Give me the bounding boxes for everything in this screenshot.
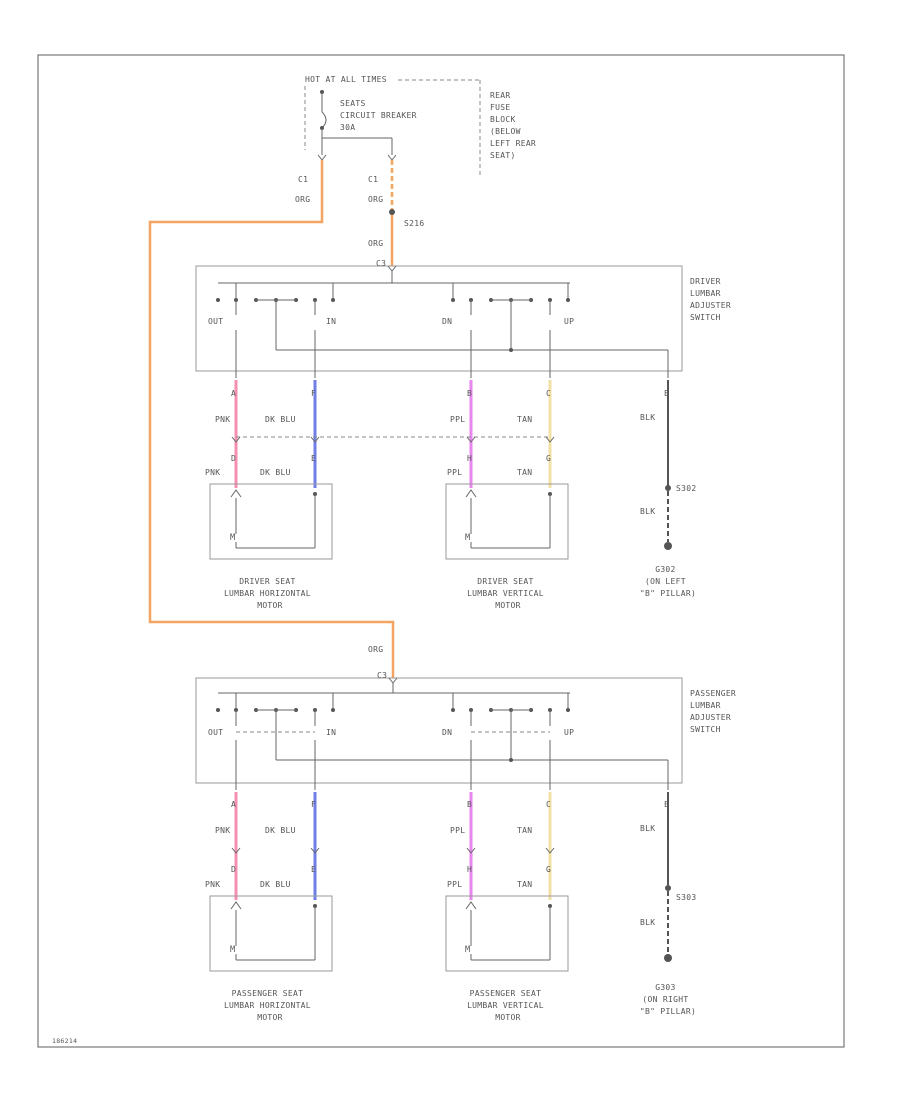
svg-text:H: H bbox=[467, 454, 472, 463]
ground-g302-name: G302 (ON LEFT "B" PILLAR) bbox=[640, 565, 696, 598]
svg-text:G: G bbox=[546, 865, 551, 874]
svg-text:PNK: PNK bbox=[205, 880, 220, 889]
svg-text:PNK: PNK bbox=[215, 826, 230, 835]
passenger-switch-name: PASSENGER LUMBAR ADJUSTER SWITCH bbox=[690, 689, 741, 734]
driver-ground: S302 BLK G302 (ON LEFT "B" PILLAR) bbox=[640, 484, 696, 598]
splice-s216-label: S216 bbox=[404, 219, 424, 228]
diagram-frame bbox=[37, 54, 845, 1048]
splice-s303-dot bbox=[665, 885, 671, 891]
driver-switch-box bbox=[195, 265, 683, 372]
svg-text:BLK: BLK bbox=[640, 918, 655, 927]
svg-text:D: D bbox=[231, 454, 236, 463]
driver-switch-name: DRIVER LUMBAR ADJUSTER SWITCH bbox=[690, 277, 736, 322]
svg-text:PPL: PPL bbox=[447, 880, 462, 889]
left-feed-pin: C1 bbox=[298, 175, 308, 184]
svg-text:TAN: TAN bbox=[517, 880, 532, 889]
right-feed-pin: C1 bbox=[368, 175, 378, 184]
splice-s302-dot bbox=[665, 485, 671, 491]
svg-text:PPL: PPL bbox=[447, 468, 462, 477]
svg-text:PNK: PNK bbox=[215, 415, 230, 424]
right-feed-wire-color: ORG bbox=[368, 195, 383, 204]
svg-text:H: H bbox=[467, 865, 472, 874]
passenger-contact-in: IN bbox=[326, 728, 336, 737]
svg-text:DK BLU: DK BLU bbox=[260, 468, 291, 477]
driver-horizontal-motor-name: DRIVER SEAT LUMBAR HORIZONTAL MOTOR bbox=[224, 577, 316, 610]
motor-symbol: M bbox=[465, 945, 471, 955]
svg-text:TAN: TAN bbox=[517, 468, 532, 477]
motor-symbol: M bbox=[230, 945, 236, 955]
svg-text:B: B bbox=[467, 800, 472, 809]
hot-at-all-times-label: HOT AT ALL TIMES bbox=[305, 75, 387, 84]
passenger-contact-dn: DN bbox=[442, 728, 452, 737]
passenger-contact-up: UP bbox=[564, 728, 574, 737]
passenger-ground: S303 BLK G303 (ON RIGHT "B" PILLAR) bbox=[640, 885, 696, 1016]
svg-text:B: B bbox=[467, 389, 472, 398]
ground-g303-name: G303 (ON RIGHT "B" PILLAR) bbox=[640, 983, 696, 1016]
driver-contact-dn: DN bbox=[442, 317, 452, 326]
svg-text:E: E bbox=[664, 800, 669, 809]
splice-s216-dot bbox=[389, 209, 395, 215]
passenger-lumbar-switch: C3 PASSENGER LUMBAR ADJUSTER SWITCH OUT bbox=[195, 671, 741, 790]
fuse-block: HOT AT ALL TIMES REAR FUSE BLOCK (BELOW … bbox=[304, 75, 541, 175]
driver-vertical-motor: M bbox=[445, 483, 569, 560]
svg-text:C: C bbox=[546, 389, 551, 398]
svg-text:BLK: BLK bbox=[640, 507, 655, 516]
driver-switch-pin-c3: C3 bbox=[376, 259, 386, 268]
svg-text:E: E bbox=[311, 865, 316, 874]
svg-text:G: G bbox=[546, 454, 551, 463]
svg-text:TAN: TAN bbox=[517, 415, 532, 424]
svg-text:S303: S303 bbox=[676, 893, 696, 902]
passenger-horizontal-motor-name: PASSENGER SEAT LUMBAR HORIZONTAL MOTOR bbox=[224, 989, 316, 1022]
passenger-switch-pin-c3: C3 bbox=[377, 671, 387, 680]
passenger-vertical-motor: M bbox=[445, 895, 569, 972]
driver-horizontal-motor: M bbox=[209, 483, 333, 560]
circuit-breaker-symbol bbox=[321, 111, 327, 129]
ground-g302-icon bbox=[664, 542, 672, 550]
svg-text:BLK: BLK bbox=[640, 824, 655, 833]
feed-wire-to-passenger bbox=[148, 160, 395, 678]
svg-text:PPL: PPL bbox=[450, 415, 465, 424]
svg-text:A: A bbox=[231, 389, 236, 398]
svg-text:E: E bbox=[664, 389, 669, 398]
driver-vertical-motor-name: DRIVER SEAT LUMBAR VERTICAL MOTOR bbox=[467, 577, 549, 610]
footer-code: 186214 bbox=[52, 1037, 77, 1045]
right-feed-wire-color-lower: ORG bbox=[368, 239, 383, 248]
svg-text:F: F bbox=[311, 389, 316, 398]
orange-feed-wires bbox=[148, 160, 395, 678]
passenger-horizontal-motor: M bbox=[209, 895, 333, 972]
svg-text:DK BLU: DK BLU bbox=[260, 880, 291, 889]
svg-text:PNK: PNK bbox=[205, 468, 220, 477]
svg-text:C: C bbox=[546, 800, 551, 809]
passenger-feed-wire-color: ORG bbox=[368, 645, 383, 654]
fuse-block-name: REAR FUSE BLOCK (BELOW LEFT REAR SEAT) bbox=[490, 91, 541, 160]
motor-symbol: M bbox=[230, 533, 236, 543]
svg-text:S302: S302 bbox=[676, 484, 696, 493]
passenger-vertical-motor-name: PASSENGER SEAT LUMBAR VERTICAL MOTOR bbox=[467, 989, 549, 1022]
passenger-contact-out: OUT bbox=[208, 728, 223, 737]
driver-colored-wires bbox=[234, 380, 669, 488]
svg-text:PPL: PPL bbox=[450, 826, 465, 835]
driver-lumbar-switch: C3 DRIVER LUMBAR ADJUSTER SWITCH OU bbox=[195, 259, 736, 378]
passenger-switch-box bbox=[195, 677, 683, 784]
driver-contact-out: OUT bbox=[208, 317, 223, 326]
circuit-breaker-label: SEATS CIRCUIT BREAKER 30A bbox=[340, 99, 422, 132]
driver-contact-in: IN bbox=[326, 317, 336, 326]
svg-text:TAN: TAN bbox=[517, 826, 532, 835]
svg-text:BLK: BLK bbox=[640, 413, 655, 422]
left-feed-wire-color: ORG bbox=[295, 195, 310, 204]
svg-text:DK BLU: DK BLU bbox=[265, 415, 296, 424]
svg-text:D: D bbox=[231, 865, 236, 874]
svg-text:DK BLU: DK BLU bbox=[265, 826, 296, 835]
svg-text:F: F bbox=[311, 800, 316, 809]
svg-text:A: A bbox=[231, 800, 236, 809]
motor-symbol: M bbox=[465, 533, 471, 543]
ground-g303-icon bbox=[664, 954, 672, 962]
svg-text:E: E bbox=[311, 454, 316, 463]
driver-contact-up: UP bbox=[564, 317, 574, 326]
passenger-colored-wires bbox=[234, 792, 669, 900]
